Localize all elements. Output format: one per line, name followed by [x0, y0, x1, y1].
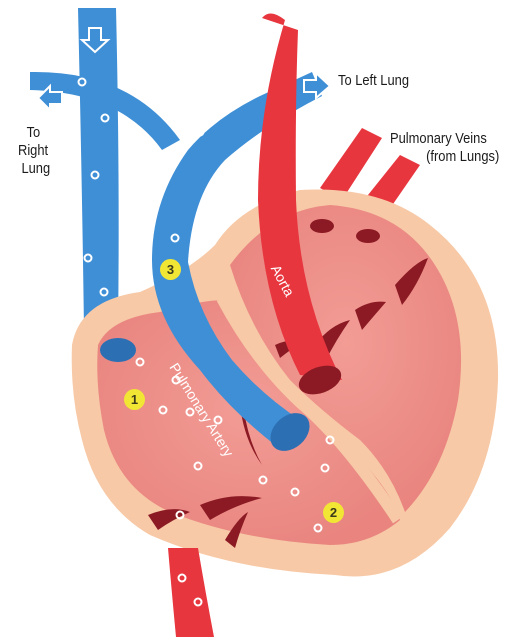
vein-opening-1	[310, 219, 334, 233]
marker-3: 3	[160, 259, 181, 280]
label-to-right-lung-line3: Lung	[18, 160, 50, 178]
label-to-right-lung-line1: To	[18, 124, 50, 142]
marker-1: 1	[124, 389, 145, 410]
label-to-right-lung-line2: Right	[18, 142, 50, 160]
superior-vena-cava	[78, 8, 119, 330]
label-pulmonary-veins: Pulmonary Veins (from Lungs)	[390, 130, 499, 166]
vena-cava-opening	[100, 338, 136, 362]
inferior-vessel	[168, 548, 214, 637]
vein-opening-2	[356, 229, 380, 243]
label-pulmonary-veins-line2: (from Lungs)	[390, 148, 499, 166]
label-to-right-lung: To Right Lung	[18, 124, 50, 178]
label-pulmonary-veins-line1: Pulmonary Veins	[390, 130, 499, 148]
label-to-left-lung: To Left Lung	[338, 72, 409, 90]
marker-2: 2	[323, 502, 344, 523]
